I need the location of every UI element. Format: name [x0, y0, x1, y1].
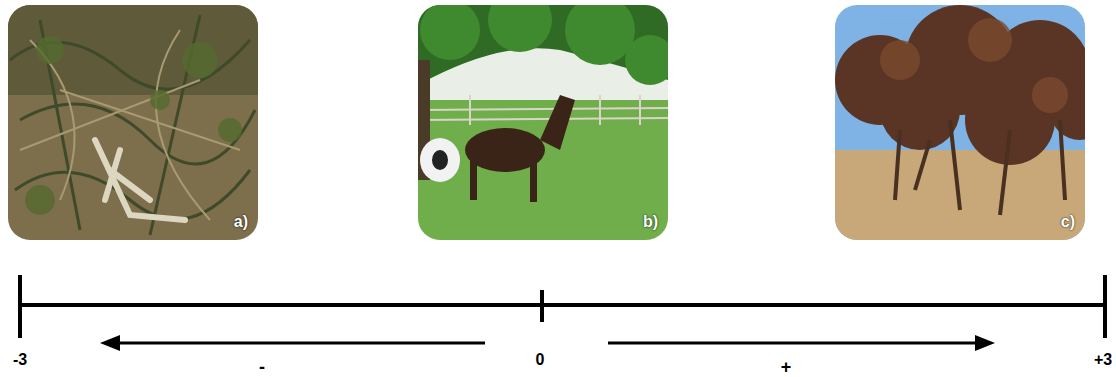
scale-value: +3: [1094, 352, 1112, 368]
arrow-head: [100, 335, 120, 351]
sign-symbol: +: [781, 358, 792, 376]
sign-symbol: -: [259, 358, 265, 376]
woodland-photo: [835, 5, 1085, 240]
scale-axis: [20, 275, 1105, 343]
photo-letter: b): [643, 214, 658, 230]
scrub-photo: [8, 5, 258, 240]
scale-value: -3: [13, 352, 27, 368]
scale-value: 0: [536, 352, 545, 368]
photo-letter: c): [1061, 214, 1075, 230]
arrow-head: [975, 335, 995, 351]
pasture-photo: [418, 5, 668, 240]
photo-letter: a): [234, 214, 248, 230]
